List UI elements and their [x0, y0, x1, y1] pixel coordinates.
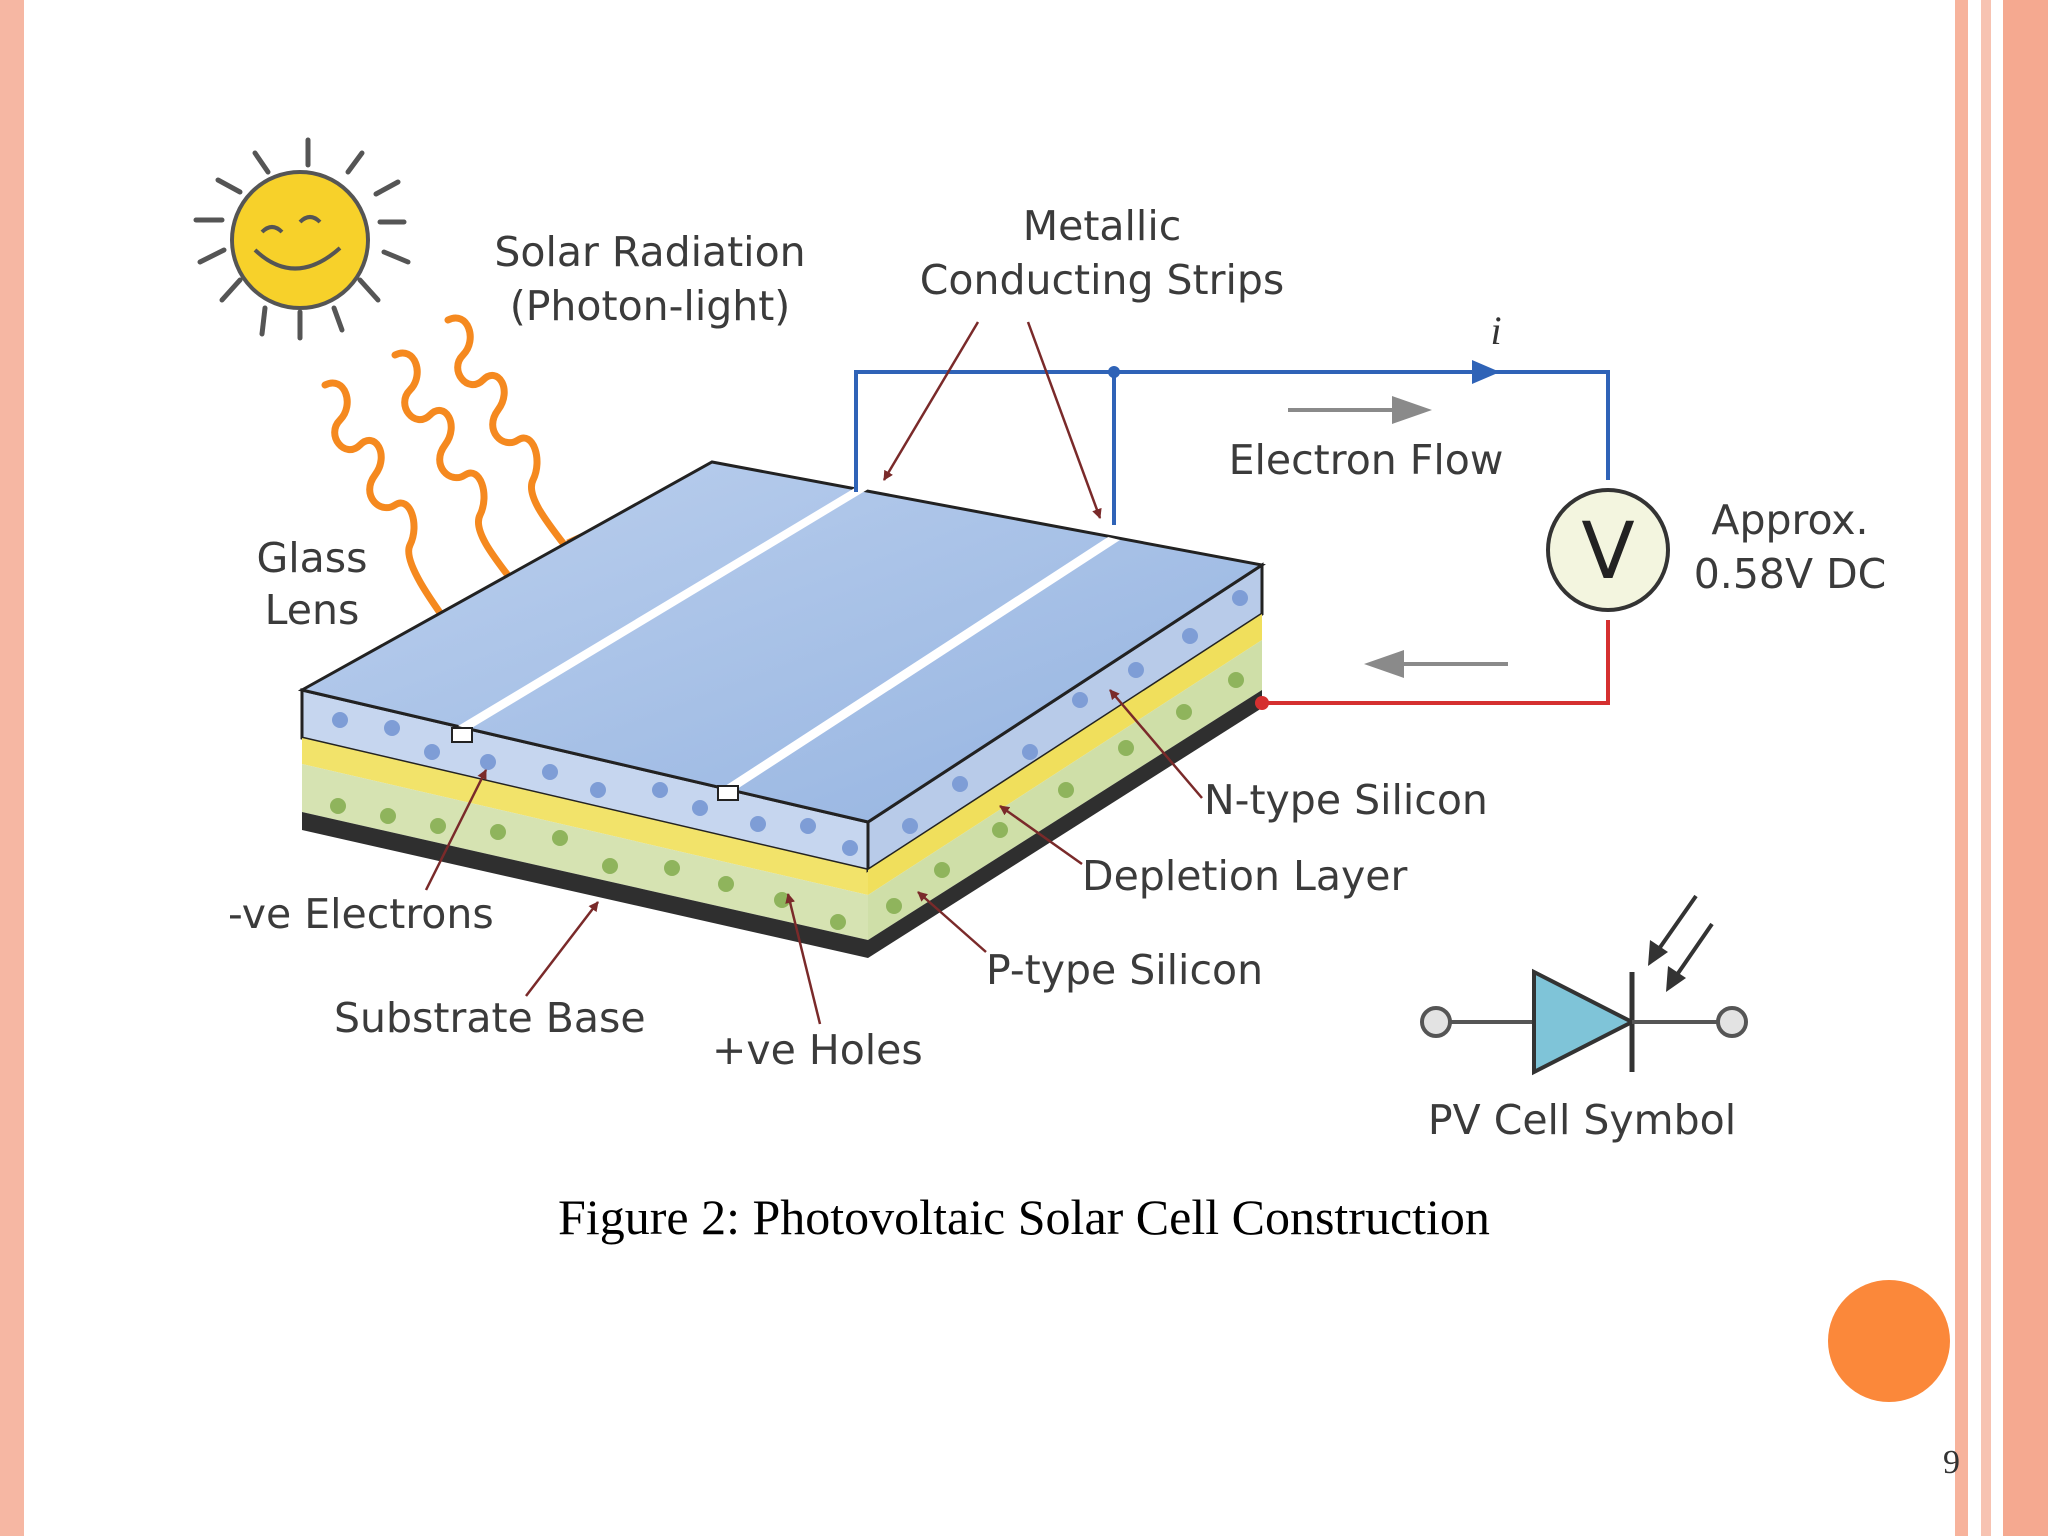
label-conducting-strips: Conducting Strips [920, 256, 1285, 304]
label-glass: Glass [256, 534, 367, 582]
label-holes: +ve Holes [712, 1026, 923, 1074]
slide-right-border-stripe [1955, 0, 1968, 1536]
label-voltage: 0.58V DC [1694, 550, 1887, 598]
pointer-lines [424, 321, 1203, 1025]
current-direction-arrow [1472, 360, 1500, 384]
slide-decoration-circle [1828, 1280, 1950, 1402]
photon-arrows [321, 314, 587, 659]
solar-cell-block [297, 460, 1266, 958]
page-number: 9 [1943, 1444, 1960, 1481]
label-p-type: P-type Silicon [986, 946, 1263, 994]
voltmeter-label: V [1581, 507, 1634, 597]
pv-cell-symbol [1420, 894, 1748, 1076]
label-electron-flow: Electron Flow [1229, 436, 1504, 484]
label-pv-symbol: PV Cell Symbol [1428, 1096, 1736, 1144]
label-approx: Approx. [1711, 496, 1868, 544]
label-metallic: Metallic [1023, 202, 1182, 250]
sun-icon [193, 137, 411, 341]
label-substrate: Substrate Base [334, 994, 646, 1042]
return-flow-arrow [1364, 650, 1404, 678]
voltmeter-icon [1546, 488, 1670, 612]
label-current: i [1490, 308, 1501, 353]
slide-right-border-stripe [2003, 0, 2048, 1536]
figure-caption: Figure 2: Photovoltaic Solar Cell Constr… [558, 1189, 1490, 1245]
label-solar-radiation: Solar Radiation [494, 228, 805, 276]
label-n-type: N-type Silicon [1204, 776, 1488, 824]
label-depletion: Depletion Layer [1082, 852, 1407, 900]
label-electrons: -ve Electrons [228, 890, 494, 938]
electron-flow-arrow [1392, 396, 1432, 424]
slide-right-border-stripe [1981, 0, 1991, 1536]
label-photon-light: (Photon-light) [510, 282, 791, 330]
external-circuit: V [854, 360, 1670, 710]
slide-left-border [0, 0, 24, 1536]
label-lens: Lens [265, 586, 360, 634]
